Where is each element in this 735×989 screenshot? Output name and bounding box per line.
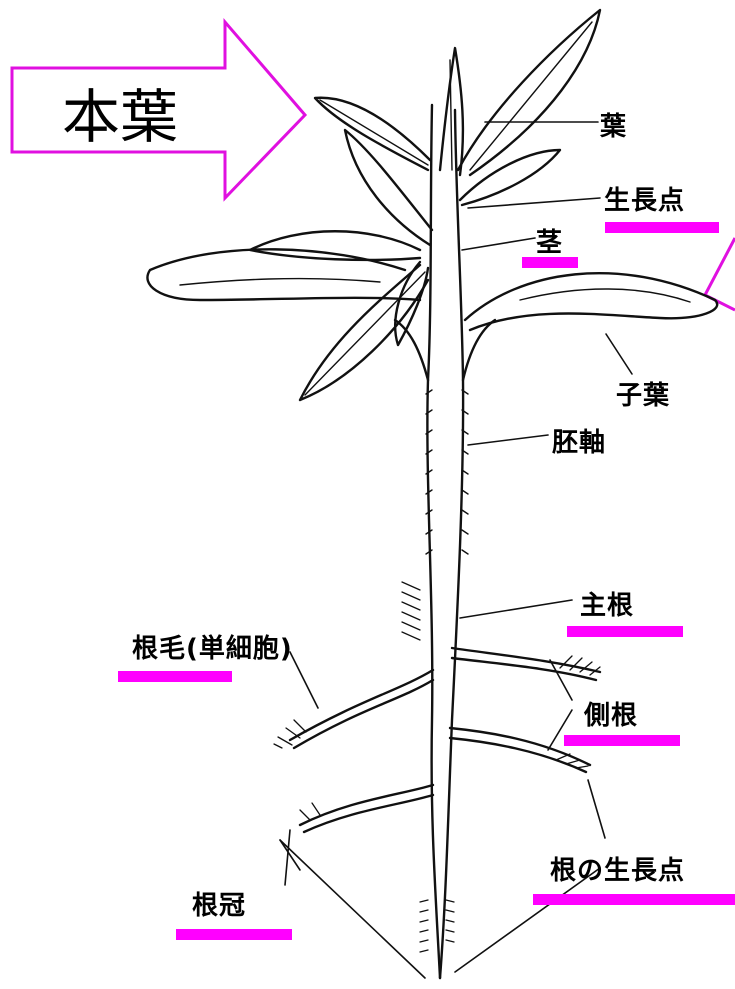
label-hypocotyl: 胚軸 bbox=[552, 422, 606, 459]
label-main-root: 主根 bbox=[580, 585, 634, 622]
leaf-left-top bbox=[315, 98, 430, 170]
label-root-cap: 根冠 bbox=[192, 885, 246, 922]
label-root-hair: 根毛(単細胞) bbox=[132, 628, 293, 665]
label-root-growing-point: 根の生長点 bbox=[550, 850, 685, 887]
underlines bbox=[118, 222, 735, 940]
label-stem: 茎 bbox=[536, 222, 563, 259]
partial-arrow bbox=[705, 238, 735, 310]
lateral-root-left-2 bbox=[300, 785, 433, 825]
main-axis-right bbox=[440, 110, 463, 978]
lateral-root-right-2 bbox=[450, 728, 590, 765]
callout-label: 本葉 bbox=[62, 70, 178, 154]
leaf-right-top bbox=[458, 10, 600, 175]
label-leaf: 葉 bbox=[600, 106, 627, 143]
cotyledon-left bbox=[147, 249, 420, 300]
leaf-right-mid bbox=[460, 150, 560, 205]
lateral-root-left-1 bbox=[290, 670, 433, 740]
label-cotyledon: 子葉 bbox=[616, 375, 670, 412]
main-axis bbox=[427, 105, 440, 978]
leaf-left-mid bbox=[345, 130, 432, 245]
cotyledon-right bbox=[465, 273, 717, 330]
leaf-left-low bbox=[250, 231, 420, 260]
label-lateral-root: 側根 bbox=[584, 695, 638, 732]
label-growing-point: 生長点 bbox=[604, 180, 685, 217]
